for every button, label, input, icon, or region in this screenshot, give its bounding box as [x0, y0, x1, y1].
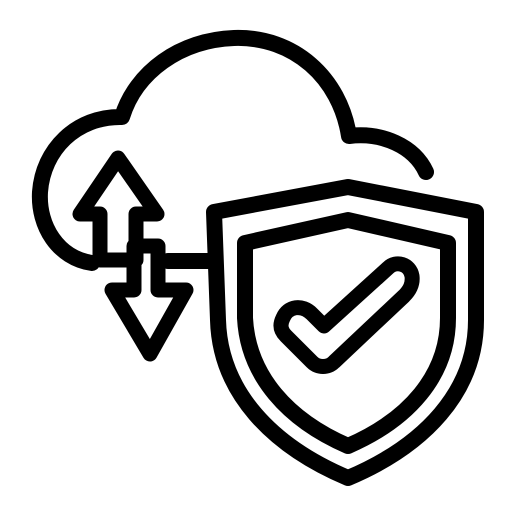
shield-inner-outline — [237, 212, 456, 454]
download-arrow-icon — [104, 238, 194, 362]
cloud-icon — [31, 29, 434, 271]
upload-arrow-icon — [72, 150, 165, 268]
checkmark-icon — [273, 256, 420, 374]
shield-icon — [206, 179, 484, 486]
